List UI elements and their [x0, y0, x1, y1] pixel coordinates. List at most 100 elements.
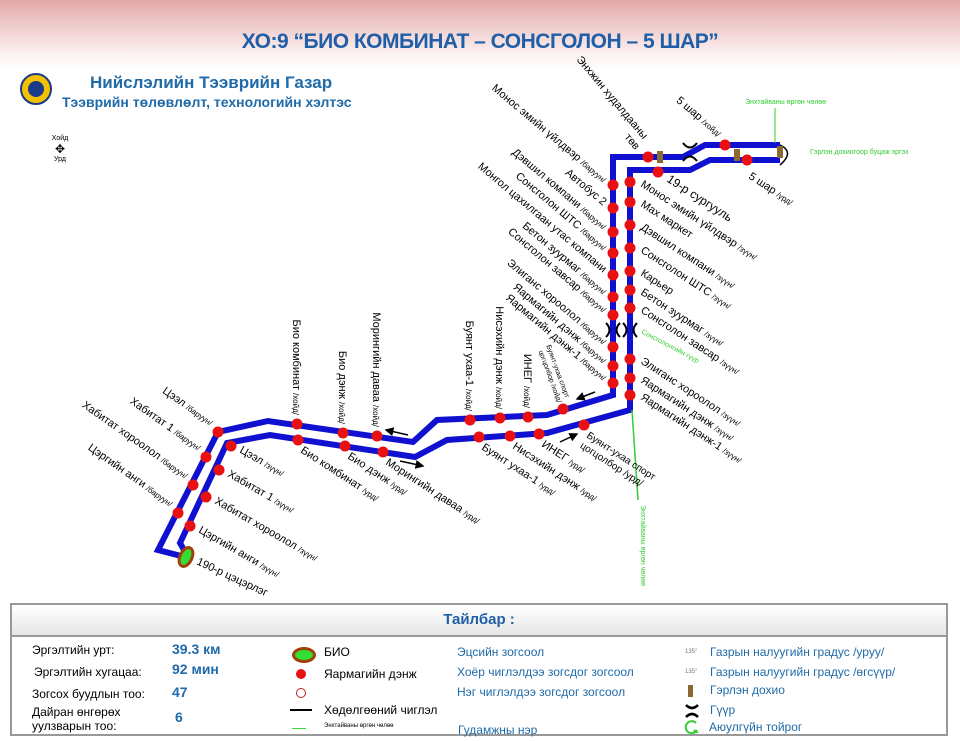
bus-stop[interactable]	[291, 418, 303, 430]
stat-intersections-label: Дайран өнгөрөх уулзварын тоо:	[32, 705, 121, 733]
bus-stop[interactable]	[607, 179, 619, 191]
bus-stop[interactable]	[607, 360, 619, 372]
direction-arrow-icon	[575, 391, 596, 401]
bus-stop[interactable]	[607, 202, 619, 214]
bus-stop[interactable]	[184, 520, 196, 532]
compass-south: Урд	[54, 156, 66, 163]
bus-stop[interactable]	[607, 291, 619, 303]
bus-stop[interactable]	[473, 431, 485, 443]
legend-slope-down: Газрын налуугийн градус /уруу/	[710, 645, 885, 659]
bus-stop[interactable]	[200, 451, 212, 463]
stat-length-value: 39.3 км	[172, 641, 221, 657]
bridge-icon	[685, 704, 699, 718]
bus-stop[interactable]	[652, 166, 664, 178]
direction-arrow-icon	[559, 433, 579, 443]
bus-stop[interactable]	[225, 440, 237, 452]
bus-stop[interactable]	[624, 242, 636, 254]
slope-up-icon: 135°	[685, 669, 698, 675]
organization-logo	[20, 73, 52, 105]
bus-stop[interactable]	[741, 154, 753, 166]
bus-stop[interactable]	[624, 265, 636, 277]
bus-stop[interactable]	[557, 403, 569, 415]
page-title: ХО:9 “БИО КОМБИНАТ – СОНСГОЛОН – 5 ШАР”	[241, 30, 719, 53]
slope-down-icon: 135°	[685, 649, 698, 655]
bus-stop[interactable]	[624, 176, 636, 188]
bus-stop[interactable]	[607, 341, 619, 353]
bus-stop[interactable]	[624, 353, 636, 365]
stop-label: Морингийн даваа /хойд/	[370, 312, 382, 427]
stop-label: Био комбинат /хойд/	[290, 320, 302, 416]
bus-stop[interactable]	[607, 269, 619, 281]
traffic-light-icon	[734, 149, 740, 161]
avenue-line	[631, 409, 639, 501]
bus-stop[interactable]	[213, 464, 225, 476]
traffic-light-icon	[657, 151, 663, 163]
direction-arrow-icon	[399, 460, 425, 469]
legend-slope-up: Газрын налуугийн градус /өгсүүр/	[710, 665, 896, 679]
bus-stop[interactable]	[292, 434, 304, 446]
bus-stop[interactable]	[533, 428, 545, 440]
bus-stop[interactable]	[522, 411, 534, 423]
direction-arrow-icon	[290, 709, 312, 711]
bus-stop[interactable]	[504, 430, 516, 442]
direction-arrow-icon	[384, 427, 409, 437]
bus-stop[interactable]	[607, 226, 619, 238]
compass: Хойд ✥ Урд	[40, 135, 80, 175]
compass-arrows-icon: ✥	[54, 142, 66, 156]
stop-label: Нисэхийн дэнж /хойд/	[493, 306, 505, 409]
compass-north: Хойд	[51, 135, 69, 142]
legend-title: Тайлбар :	[12, 605, 946, 637]
bus-stop[interactable]	[624, 219, 636, 231]
traffic-light-icon	[688, 685, 693, 697]
legend-two-way: Хоёр чиглэлдээ зогсдог зогсоол	[457, 665, 634, 679]
bus-stop[interactable]	[624, 196, 636, 208]
bus-stop[interactable]	[607, 377, 619, 389]
stat-stops-label: Зогсох буудлын тоо:	[32, 687, 145, 701]
bus-stop[interactable]	[377, 446, 389, 458]
bus-stop[interactable]	[719, 139, 731, 151]
bus-stop[interactable]	[212, 426, 224, 438]
organization-name: Нийслэлийн Тээврийн Газар	[90, 73, 333, 92]
stop-label: Цээл /зүүн/	[238, 444, 287, 479]
stop-label: 5 шар /хойд/	[674, 95, 725, 140]
stop-label: Био дэнж /хойд/	[336, 351, 348, 425]
bus-stop[interactable]	[200, 491, 212, 503]
terminal-stop[interactable]	[176, 545, 195, 568]
bus-stop[interactable]	[642, 151, 654, 163]
stat-intersections-value: 6	[175, 709, 183, 725]
legend-traffic-light: Гэрлэн дохио	[710, 683, 785, 697]
stat-time-label: Эргэлтийн хугацаа:	[34, 665, 142, 679]
bus-stop[interactable]	[187, 479, 199, 491]
avenue-line-icon	[292, 728, 306, 729]
bus-stop[interactable]	[339, 440, 351, 452]
stop-label: Буянт ухаа-1 /хойд/	[463, 321, 475, 412]
stop-label: Энхжин худалдааны төв	[564, 54, 652, 152]
stop-label: Монос эмийн үйлдвэр /баруун/	[489, 82, 609, 186]
terminal-icon	[292, 647, 316, 663]
bus-stop[interactable]	[494, 412, 506, 424]
bus-stop[interactable]	[607, 247, 619, 259]
bus-stop[interactable]	[578, 419, 590, 431]
bus-stop[interactable]	[337, 427, 349, 439]
stop-label: ИНЕГ /хойд/	[521, 354, 533, 409]
bus-stop[interactable]	[464, 414, 476, 426]
bus-stop[interactable]	[624, 389, 636, 401]
bus-stop[interactable]	[371, 430, 383, 442]
department-name: Тээврийн төлөвлөлт, технологийн хэлтэс	[62, 94, 352, 110]
bus-stop[interactable]	[607, 309, 619, 321]
legend-two-way-stop: Яармагийн дэнж	[324, 667, 417, 681]
bridge-icon	[605, 322, 621, 338]
stat-stops-value: 47	[172, 684, 188, 700]
stop-label: Хабитат хороолол /зүүн/	[213, 495, 321, 564]
avenue-label: Энхтайваны өргөн чөлөө	[639, 505, 647, 586]
two-way-stop-icon	[296, 669, 306, 679]
bus-stop[interactable]	[624, 284, 636, 296]
title-band	[0, 0, 960, 70]
bus-stop[interactable]	[624, 302, 636, 314]
bridge-icon	[622, 322, 638, 338]
legend-direction: Хөдөлгөөний чиглэл	[324, 703, 438, 717]
bus-stop[interactable]	[172, 507, 184, 519]
stat-length-label: Эргэлтийн урт:	[32, 643, 115, 657]
bus-stop[interactable]	[624, 372, 636, 384]
